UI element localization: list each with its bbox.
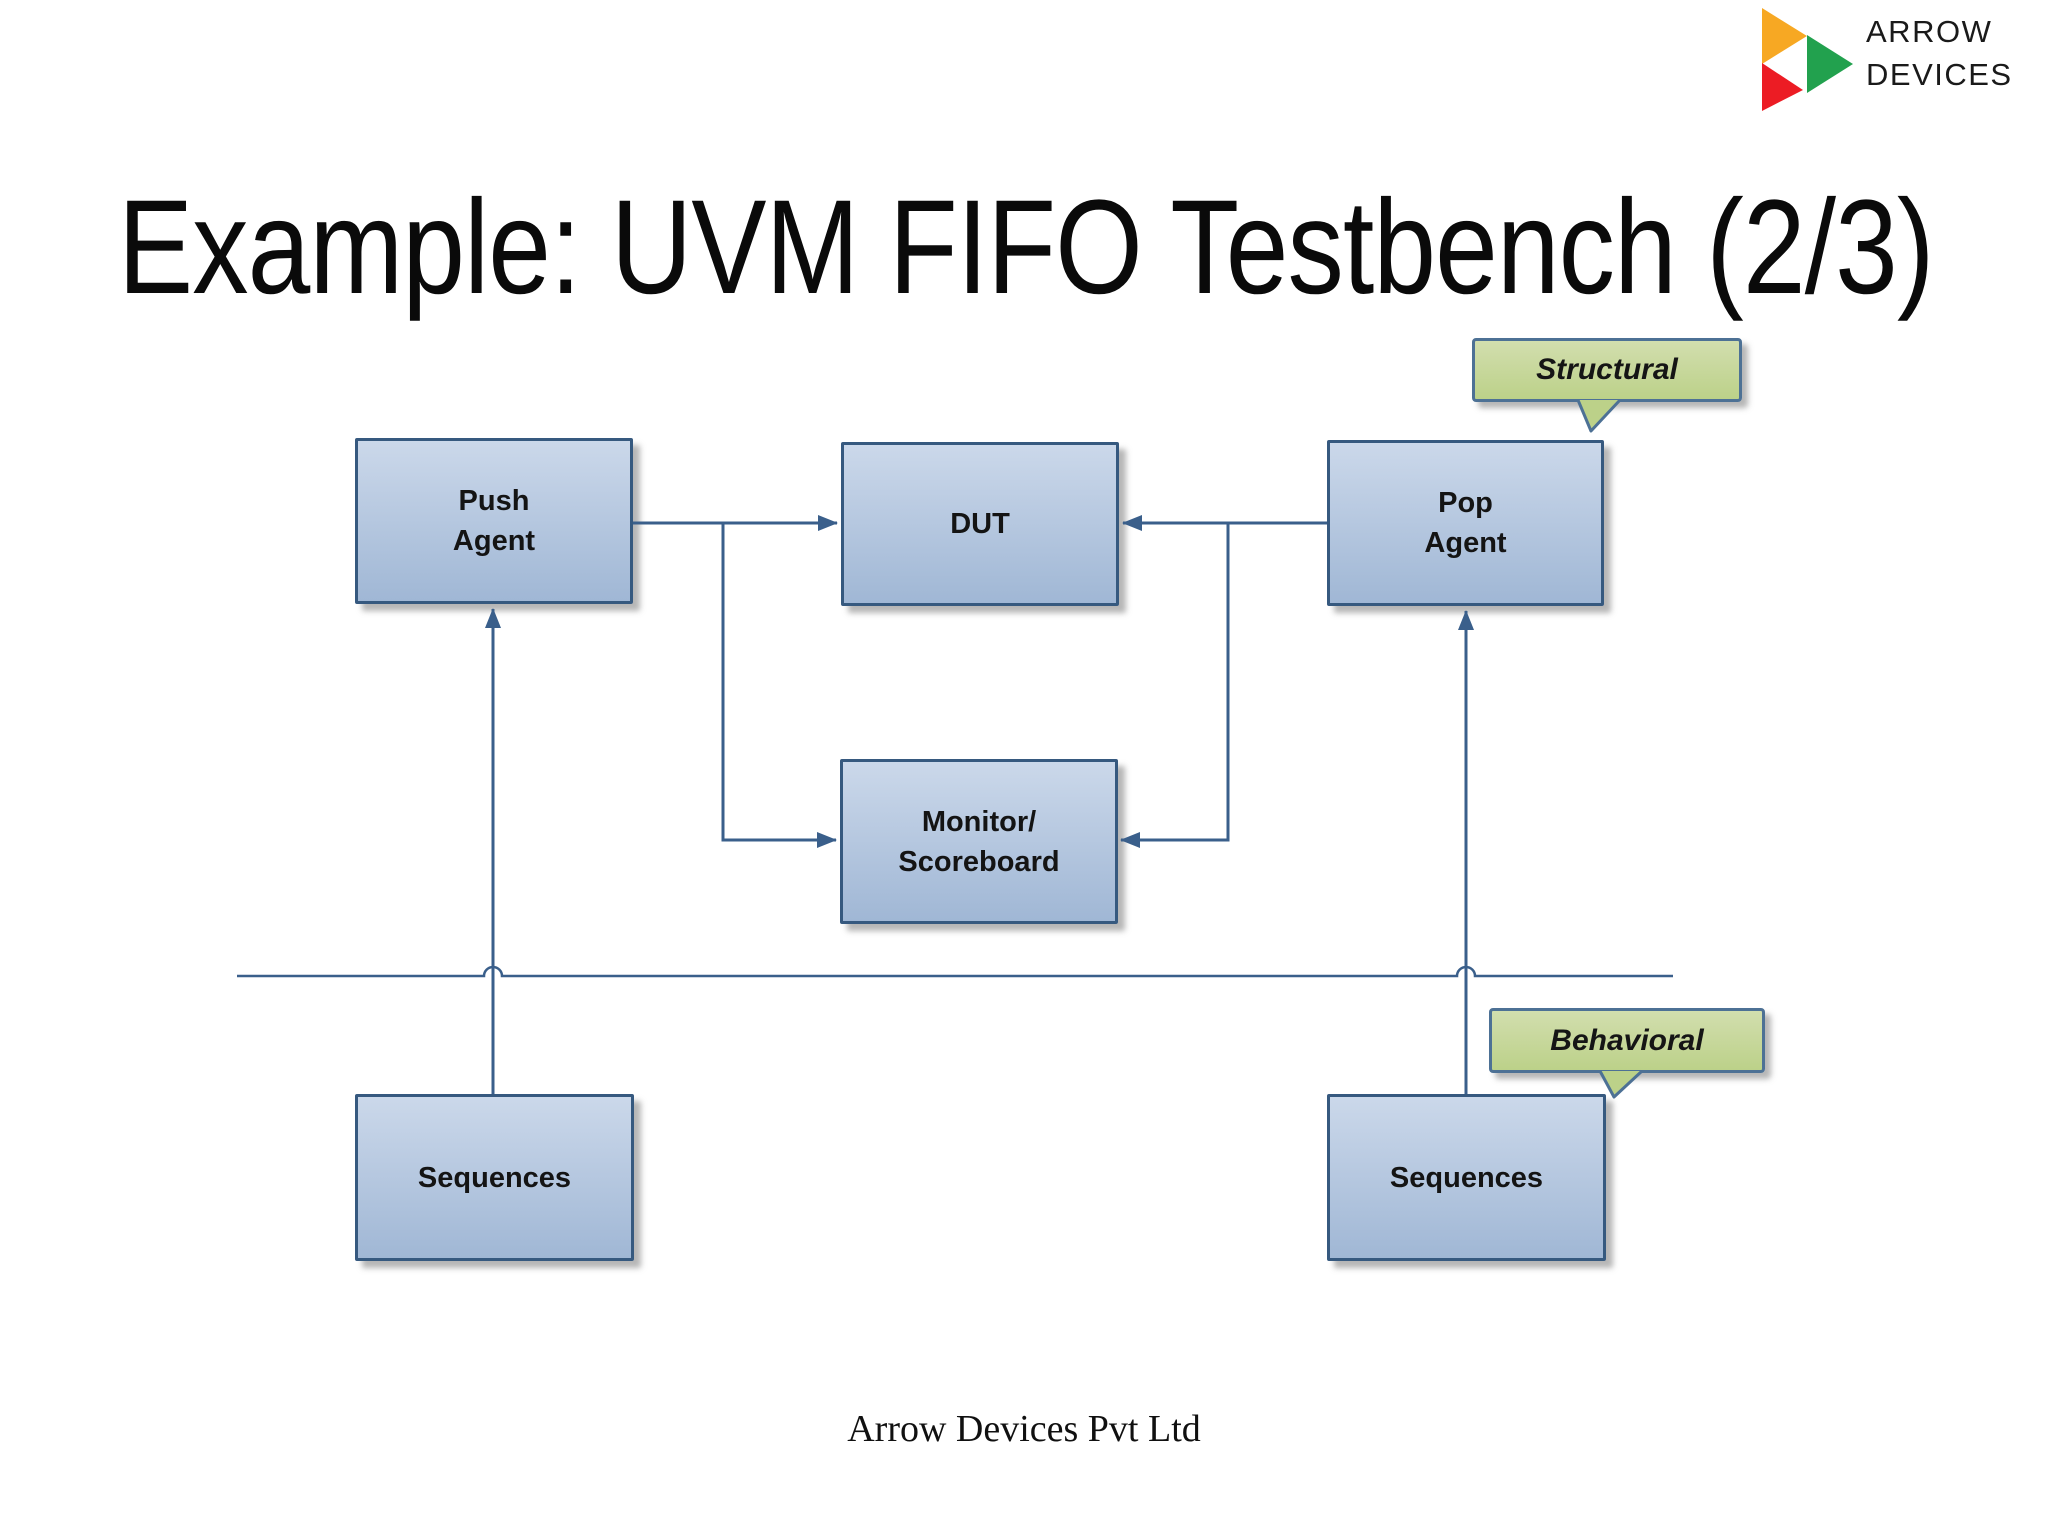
logo-text: ARROW DEVICES	[1866, 10, 2013, 96]
logo-triangle-green	[1807, 35, 1853, 93]
box-pop-agent: Pop Agent	[1327, 440, 1604, 606]
connector-pop-branch-to-monitor	[1120, 523, 1230, 848]
box-monitor-scoreboard-label-line1: Monitor/	[921, 805, 1037, 838]
box-monitor-scoreboard: Monitor/ Scoreboard	[840, 759, 1118, 924]
box-dut: DUT	[841, 442, 1119, 606]
logo-triangle-red	[1762, 63, 1803, 111]
box-sequences-left-label: Sequences	[417, 1161, 572, 1194]
logo-text-line2: DEVICES	[1866, 57, 2013, 92]
box-pop-agent-label-line2: Agent	[1424, 527, 1507, 559]
callout-structural-label: Structural	[1536, 353, 1678, 386]
box-monitor-scoreboard-label-line2: Scoreboard	[898, 845, 1060, 878]
connector-push-branch-to-monitor	[721, 523, 837, 848]
slide-title: Example: UVM FIFO Testbench (2/3)	[118, 173, 1934, 322]
box-sequences-left: Sequences	[355, 1094, 634, 1261]
logo-text-line1: ARROW	[1866, 14, 1993, 49]
callout-behavioral-tail	[1598, 1069, 1644, 1099]
box-sequences-right: Sequences	[1327, 1094, 1606, 1261]
footer-text: Arrow Devices Pvt Ltd	[847, 1408, 1201, 1450]
box-pop-agent-label-line1: Pop	[1438, 487, 1493, 519]
box-push-agent-label-line1: Push	[458, 485, 530, 517]
callout-structural-tail	[1576, 398, 1622, 433]
callout-behavioral: Behavioral	[1489, 1008, 1765, 1073]
box-dut-label: DUT	[950, 508, 1010, 540]
arrow-devices-logo: ARROW DEVICES	[1762, 8, 2013, 111]
box-sequences-right-label: Sequences	[1389, 1161, 1544, 1194]
box-push-agent: Push Agent	[355, 438, 633, 604]
divider-line	[237, 965, 1673, 978]
arrow-devices-logo-icon	[1762, 8, 1853, 111]
logo-triangle-yellow	[1762, 8, 1807, 64]
callout-behavioral-label: Behavioral	[1550, 1023, 1704, 1057]
box-push-agent-label-line2: Agent	[452, 525, 536, 557]
callout-structural: Structural	[1472, 338, 1742, 402]
